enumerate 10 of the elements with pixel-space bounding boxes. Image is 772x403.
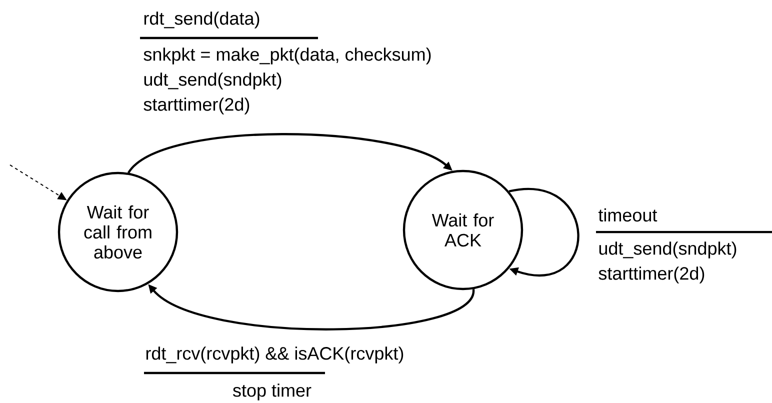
action-label: udt_send(sndpkt) <box>599 242 736 258</box>
event-label: rdt_rcv(rcvpkt) && isACK(rcvpkt) <box>146 346 404 364</box>
action-label: rdt_send(data) <box>144 12 260 28</box>
action-label: stop timer <box>233 384 312 400</box>
event-label: timeout <box>598 208 658 222</box>
action-label: snkpkt = make_pkt(data, checksum) <box>144 48 431 64</box>
action-label: starttimer(2d) <box>144 98 250 114</box>
self-loop-arrow <box>508 188 580 276</box>
action-label: udt_send(sndpkt) <box>144 72 282 90</box>
action-label: starttimer(2d) <box>598 266 704 284</box>
